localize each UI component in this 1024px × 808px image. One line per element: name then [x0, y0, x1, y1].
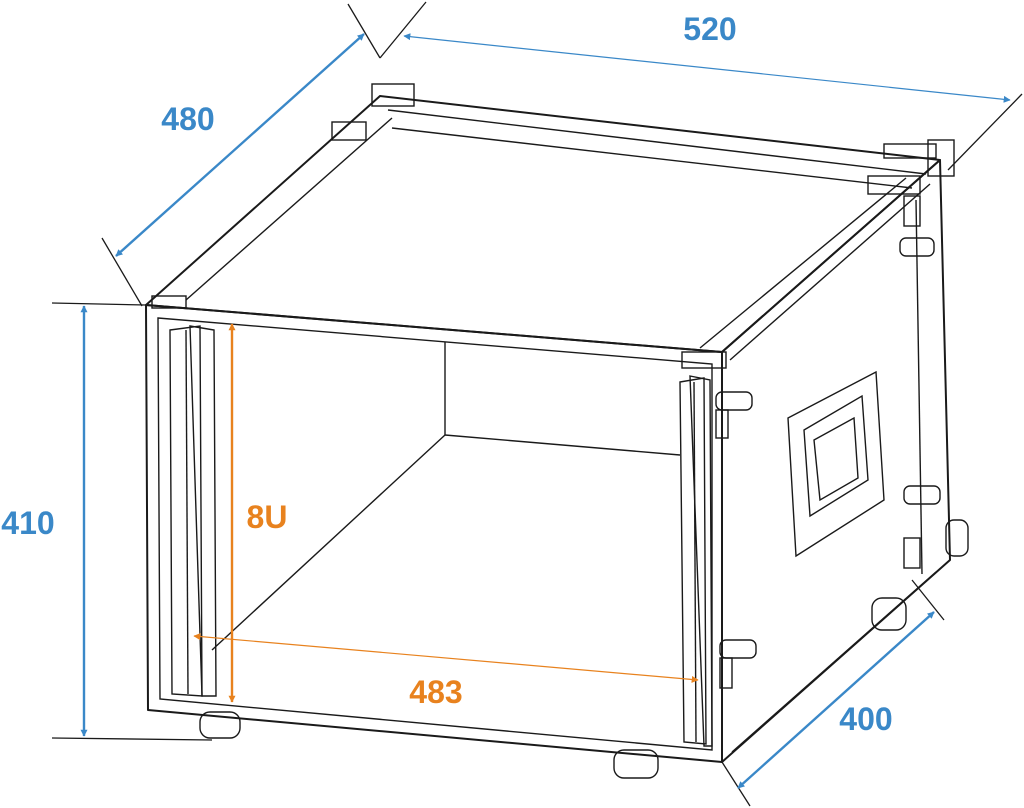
depth-top-dimension-line: [115, 33, 365, 257]
rack-width-label: 483: [409, 674, 462, 710]
rack-units-label: 8U: [247, 499, 288, 535]
right-rack-rail: [679, 375, 713, 747]
dimension-labels: 520 480 410 8U 483 400: [1, 11, 892, 737]
width-dimension-line: [403, 33, 1011, 103]
depth-bottom-dimension-line: [737, 611, 935, 789]
left-rack-rail: [169, 325, 217, 697]
extension-lines: [51, 1, 1023, 807]
height-label: 410: [1, 505, 54, 541]
dimension-arrows: [80, 33, 1011, 789]
depth-top-label: 480: [161, 101, 214, 137]
rack-case-drawing: [145, 83, 969, 779]
top-face: [145, 95, 941, 353]
depth-bottom-label: 400: [839, 701, 892, 737]
corner-bracket-icon: [151, 83, 955, 569]
rack-width-dimension-line: [193, 633, 699, 683]
right-side-face: [721, 159, 951, 763]
front-face-inner: [157, 317, 713, 751]
handle-icon: [787, 370, 885, 558]
caster-icon: [199, 519, 969, 779]
width-label: 520: [683, 11, 736, 47]
